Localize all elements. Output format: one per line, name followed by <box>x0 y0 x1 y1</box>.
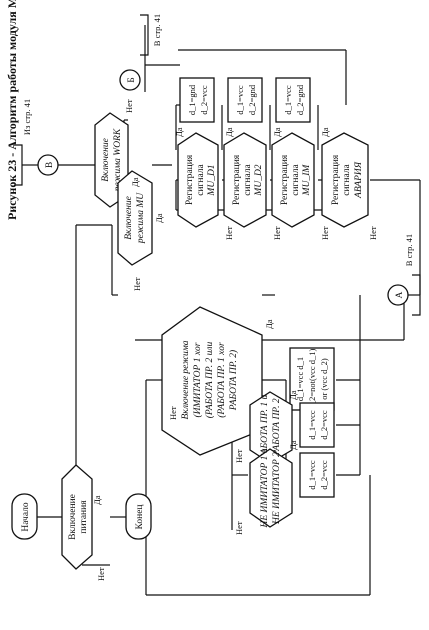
start-label: Начало <box>21 502 31 532</box>
reg-mu-im-text-3: MU_IM <box>302 164 312 197</box>
label-no-4: Нет <box>224 226 234 240</box>
not-imit-out-1: d_1=vcc <box>307 460 317 490</box>
connector-b-page: В стр. 41 <box>152 14 162 46</box>
label-no-7: Нет <box>368 226 378 240</box>
power-on-text-2: питания <box>79 500 89 534</box>
imitator-out-2: d_2=not(vcc d_1) <box>307 348 317 409</box>
reg-alarm-text-2: сигнала <box>342 163 352 195</box>
not-imit-text-1: НЕ ИМИТАТОР 1 и <box>260 448 270 528</box>
reg-mu-im-decision <box>271 132 315 228</box>
imitator-text-1: Включение режима <box>181 340 191 419</box>
label-no-5: Нет <box>272 226 282 240</box>
power-on-decision <box>61 464 93 570</box>
reg-alarm-text-3: АВАРИЯ <box>354 161 364 199</box>
imitator-out-1: d_1=vcc d_1 <box>295 357 305 401</box>
not-imit-out-box <box>299 452 335 498</box>
out-d1-box <box>179 77 215 123</box>
reg-alarm-text-1: Регистрация <box>331 154 341 205</box>
label-yes-3: Да <box>154 213 164 223</box>
out-im-line-2: d_2=gnd <box>295 84 305 115</box>
imitator-text-3: (РАБОТА ПР. 2 или <box>204 342 215 419</box>
connector-a-page: В стр. 41 <box>404 234 414 266</box>
out-im-box <box>275 77 311 123</box>
end-terminal <box>125 493 152 540</box>
out-im-line-1: d_1=vcc <box>283 85 293 115</box>
mu-mode-text-2: режима MU <box>136 192 146 244</box>
label-no-2: Нет <box>124 99 134 113</box>
label-yes-8: Да <box>264 319 274 329</box>
connector-v-label: В <box>45 162 55 168</box>
mu-mode-decision <box>117 170 153 266</box>
label-yes-1: Да <box>92 495 102 505</box>
mu-mode-text-1: Включение <box>124 196 134 240</box>
imitator-out-3: or (vcc d_2) <box>319 358 329 400</box>
out-d2-line-2: d_2=gnd <box>247 84 257 115</box>
label-yes-7: Да <box>174 127 184 137</box>
label-no-10: Нет <box>234 521 244 535</box>
out-d2-line-1: d_1=vcc <box>235 85 245 115</box>
connector-a <box>387 284 409 306</box>
label-no-9: Нет <box>234 449 244 463</box>
work-out-box <box>299 402 335 448</box>
work-out-2: d_2=vcc <box>319 410 329 440</box>
reg-alarm-decision <box>321 132 369 228</box>
work-cond-text-2: РАБОТА ПР. 2 <box>272 398 282 457</box>
out-d1-line-1: d_1=gnd <box>187 84 197 115</box>
reg-mu-d2-text-3: MU_D2 <box>254 164 264 196</box>
reg-mu-d2-text-1: Регистрация <box>232 154 242 205</box>
power-on-text-1: Включение <box>68 494 78 540</box>
work-mode-text-2: режима WORK <box>113 128 123 192</box>
not-imit-text-2: НЕ ИМИТАТОР 2 <box>272 452 282 525</box>
label-no-6: Нет <box>320 226 330 240</box>
label-yes-2: Да <box>130 177 140 187</box>
label-yes-9: Да <box>288 390 298 400</box>
imitator-text-2: (ИМИТАТОР 1 xor <box>192 342 203 417</box>
reg-mu-d2-text-2: сигнала <box>243 163 253 195</box>
label-no-1: Нет <box>96 567 106 581</box>
connector-a-label: А <box>395 291 405 298</box>
reg-mu-im-text-1: Регистрация <box>280 154 290 205</box>
work-mode-text-1: Включение <box>101 138 111 182</box>
reg-mu-d2-decision <box>223 132 267 228</box>
imitator-text-5: РАБОТА ПР. 2) <box>228 350 239 411</box>
start-terminal <box>11 493 38 540</box>
reg-mu-d1-text-2: сигнала <box>196 163 206 195</box>
imitator-text-4: (РАБОТА ПР. 1 xor <box>216 342 227 418</box>
reg-mu-d1-decision <box>177 132 219 228</box>
imitator-decision <box>161 306 263 456</box>
label-yes-4: Да <box>224 127 234 137</box>
work-cond-text-1: РАБОТА ПР. 1 и <box>260 395 270 461</box>
label-no-3: Нет <box>132 277 142 291</box>
label-yes-10: Да <box>288 440 298 450</box>
figure-caption: Рисунок 23 - Алгоритм работы модуля M_PI… <box>5 0 19 220</box>
not-imit-out-2: d_2=vcc <box>319 460 329 490</box>
label-yes-6: Да <box>320 127 330 137</box>
reg-mu-d1-text-1: Регистрация <box>185 154 195 205</box>
end-label: Конец <box>135 505 145 530</box>
out-d1-line-2: d_2=vcc <box>199 85 209 115</box>
reg-mu-im-text-2: сигнала <box>291 163 301 195</box>
rotated-content: Рисунок 23 - Алгоритм работы модуля M_PI… <box>5 0 421 596</box>
connector-b-label: Б <box>127 77 137 82</box>
label-no-8: Нет <box>168 406 178 420</box>
out-d2-box <box>227 77 263 123</box>
connector-v-page: Из стр. 41 <box>22 99 32 135</box>
work-out-1: d_1=vcc <box>307 410 317 440</box>
reg-mu-d1-text-3: MU_D1 <box>207 164 217 196</box>
connector-b <box>119 69 141 91</box>
not-imit-decision <box>249 448 293 528</box>
label-yes-5: Да <box>272 127 282 137</box>
